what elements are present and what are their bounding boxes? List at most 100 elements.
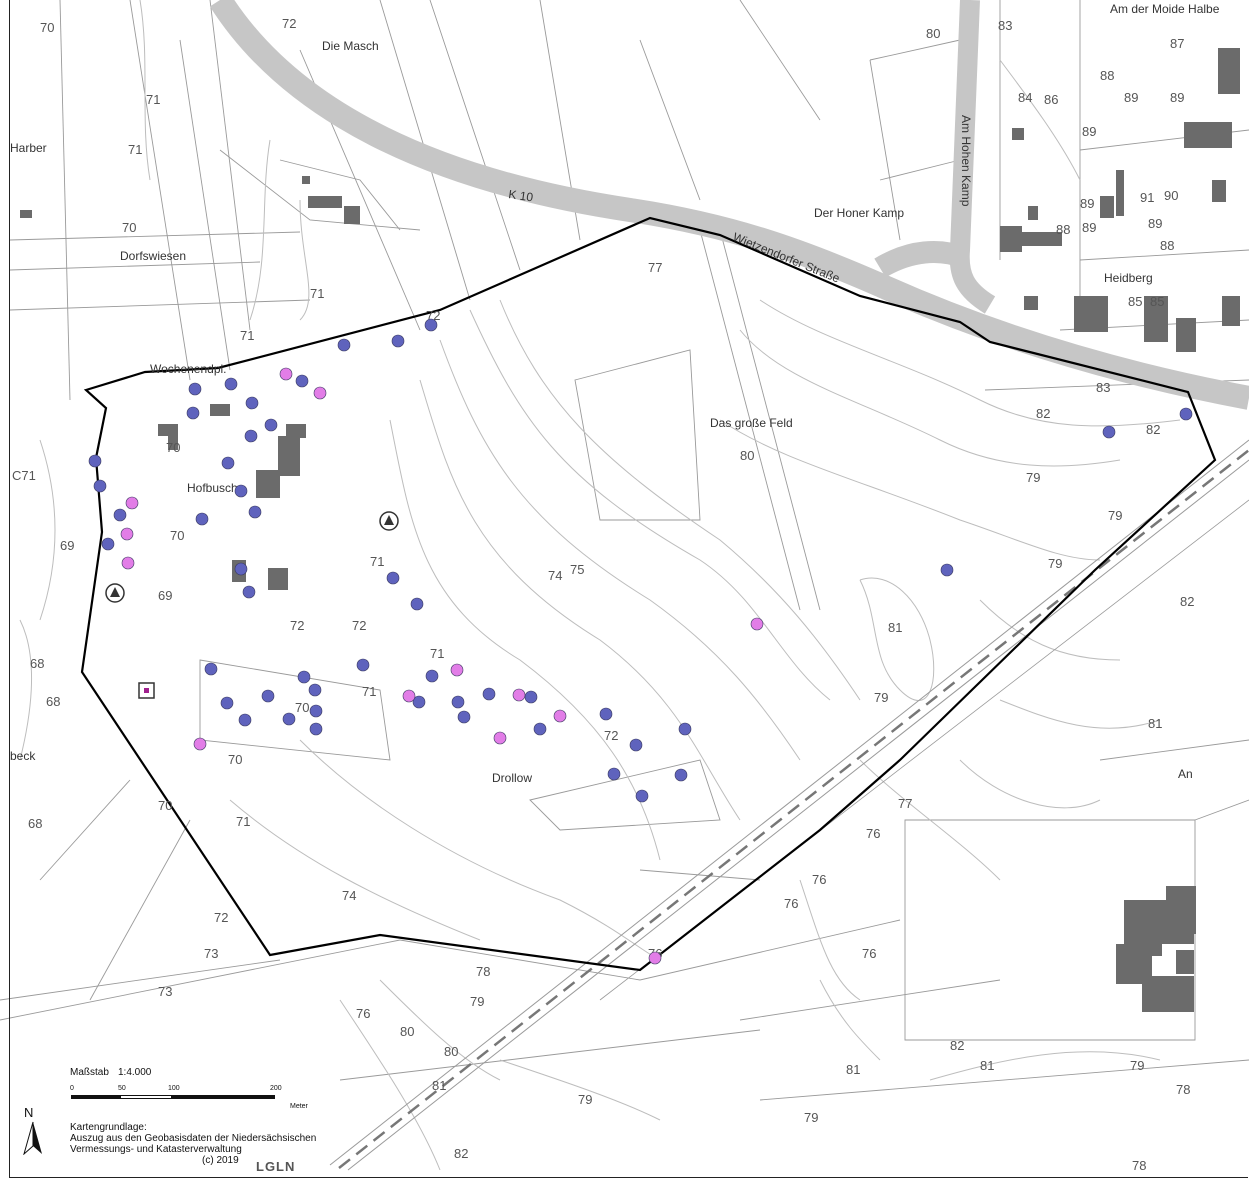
blue-point[interactable] [425, 669, 439, 683]
contour-label: 83 [1096, 380, 1110, 395]
blue-point[interactable] [221, 456, 235, 470]
pink-point[interactable] [121, 556, 135, 570]
blue-point[interactable] [308, 683, 322, 697]
scale-ratio: 1:4.000 [118, 1067, 152, 1078]
contour-label: 83 [998, 18, 1012, 33]
pink-point[interactable] [553, 709, 567, 723]
blue-point[interactable] [188, 382, 202, 396]
blue-point[interactable] [101, 537, 115, 551]
blue-point[interactable] [224, 377, 238, 391]
blue-point[interactable] [204, 662, 218, 676]
scale-unit: Meter [290, 1103, 308, 1110]
blue-point[interactable] [245, 396, 259, 410]
blue-point[interactable] [309, 704, 323, 718]
blue-point[interactable] [1102, 425, 1116, 439]
contour-label: 71 [362, 684, 376, 699]
blue-point[interactable] [113, 508, 127, 522]
contour-lines [19, 0, 1181, 1171]
contour-label: 72 [290, 618, 304, 633]
scale-title: Maßstab [70, 1067, 109, 1078]
blue-point[interactable] [678, 722, 692, 736]
place-label: beck [10, 749, 36, 763]
pink-point[interactable] [450, 663, 464, 677]
blue-point[interactable] [93, 479, 107, 493]
pink-point[interactable] [279, 367, 293, 381]
blue-point[interactable] [482, 687, 496, 701]
blue-point[interactable] [412, 695, 426, 709]
contour-label: 88 [1160, 238, 1174, 253]
pink-point[interactable] [493, 731, 507, 745]
blue-point[interactable] [195, 512, 209, 526]
contour-label: 88 [1100, 68, 1114, 83]
place-label: Das große Feld [710, 416, 793, 430]
contour-label: 82 [1146, 422, 1160, 437]
observation-points[interactable] [88, 318, 1193, 965]
blue-point[interactable] [424, 318, 438, 332]
blue-point[interactable] [391, 334, 405, 348]
blue-point[interactable] [940, 563, 954, 577]
pink-point[interactable] [648, 951, 662, 965]
blue-point[interactable] [248, 505, 262, 519]
contour-label: 71 [370, 554, 384, 569]
blue-point[interactable] [674, 768, 688, 782]
pink-point[interactable] [512, 688, 526, 702]
contour-label: 80 [740, 448, 754, 463]
contour-label: 77 [898, 796, 912, 811]
contour-label: 81 [432, 1078, 446, 1093]
scale-tick: 100 [168, 1085, 180, 1092]
blue-point[interactable] [220, 696, 234, 710]
pink-point[interactable] [193, 737, 207, 751]
contour-label: 81 [888, 620, 902, 635]
contour-label: 73 [158, 984, 172, 999]
pink-point[interactable] [313, 386, 327, 400]
blue-point[interactable] [635, 789, 649, 803]
pink-point[interactable] [402, 689, 416, 703]
blue-point[interactable] [451, 695, 465, 709]
blue-point[interactable] [244, 429, 258, 443]
contour-label: 79 [1108, 508, 1122, 523]
contour-label: 76 [356, 1006, 370, 1021]
pink-point[interactable] [750, 617, 764, 631]
blue-point[interactable] [88, 454, 102, 468]
blue-point[interactable] [533, 722, 547, 736]
blue-point[interactable] [264, 418, 278, 432]
blue-point[interactable] [1179, 407, 1193, 421]
blue-point[interactable] [238, 713, 252, 727]
blue-point[interactable] [282, 712, 296, 726]
blue-point[interactable] [386, 571, 400, 585]
pink-point[interactable] [125, 496, 139, 510]
road-label: K 10 [508, 187, 535, 204]
contour-label: 68 [28, 816, 42, 831]
blue-point[interactable] [295, 374, 309, 388]
contour-label: 89 [1082, 220, 1096, 235]
contour-label: 70 [40, 20, 54, 35]
blue-point[interactable] [337, 338, 351, 352]
blue-point[interactable] [261, 689, 275, 703]
blue-point[interactable] [410, 597, 424, 611]
contour-label: 79 [804, 1110, 818, 1125]
blue-point[interactable] [186, 406, 200, 420]
blue-point[interactable] [599, 707, 613, 721]
blue-point[interactable] [242, 585, 256, 599]
blue-point[interactable] [457, 710, 471, 724]
blue-point[interactable] [607, 767, 621, 781]
contour-label: 91 [1140, 190, 1154, 205]
blue-point[interactable] [524, 690, 538, 704]
pink-point[interactable] [120, 527, 134, 541]
contour-label: 71 [240, 328, 254, 343]
map-legend: N Maßstab 1:4.000 0 50 100 200 Meter Kar… [12, 1061, 320, 1177]
contour-label: 85 [1150, 294, 1164, 309]
contour-label: 78 [1176, 1082, 1190, 1097]
blue-point[interactable] [297, 670, 311, 684]
contour-label: 68 [30, 656, 44, 671]
place-label: Drollow [492, 771, 532, 785]
contour-label: 75 [570, 562, 584, 577]
blue-point[interactable] [356, 658, 370, 672]
blue-point[interactable] [629, 738, 643, 752]
blue-point[interactable] [234, 562, 248, 576]
contour-label: 80 [400, 1024, 414, 1039]
blue-point[interactable] [309, 722, 323, 736]
blue-point[interactable] [234, 484, 248, 498]
copyright: (c) 2019 [202, 1155, 239, 1166]
